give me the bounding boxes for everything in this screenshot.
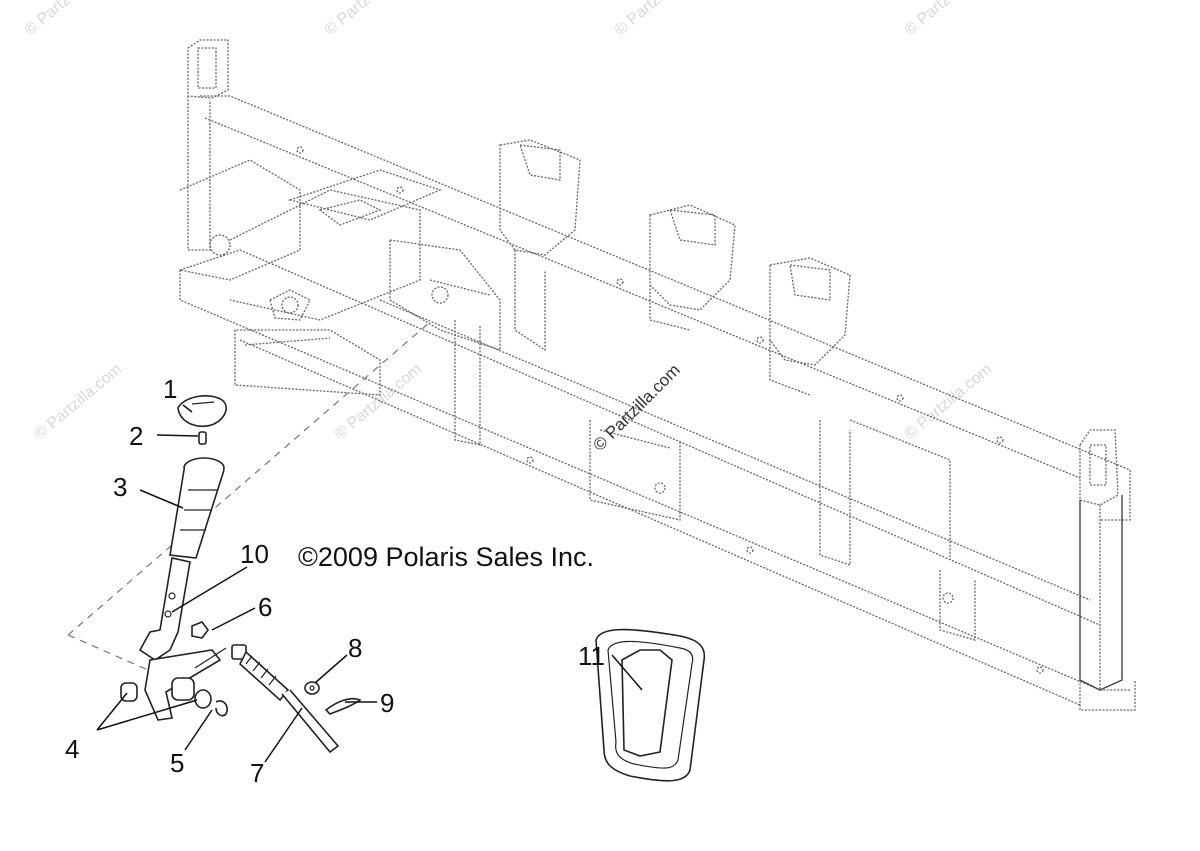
part-shift-cable [231, 644, 340, 754]
watermark-mid-3: © Partzilla.com [902, 361, 996, 443]
watermark-mid-1: © Partzilla.com [32, 361, 126, 443]
part-shift-lever [138, 557, 191, 661]
watermark-mid-2: © Partzilla.com [332, 361, 426, 443]
watermark-top-1: © Partzilla.com [22, 0, 116, 39]
part-nut [191, 621, 209, 639]
callout-11: 11 [578, 641, 605, 671]
callout-5: 5 [170, 748, 184, 778]
callout-1: 1 [163, 374, 177, 404]
callout-10: 10 [240, 539, 269, 569]
callout-2: 2 [129, 421, 143, 451]
callout-9: 9 [380, 688, 394, 718]
part-shift-knob [177, 395, 227, 428]
callout-4: 4 [65, 734, 79, 764]
callout-6: 6 [258, 592, 272, 622]
callout-7: 7 [250, 758, 264, 788]
part-knob-pin [198, 431, 207, 445]
part-cotter-pin [324, 697, 362, 715]
callout-3: 3 [113, 472, 127, 502]
part-retaining-clip [215, 700, 228, 717]
callout-labels: 1 2 3 4 5 6 7 8 9 10 11 [65, 374, 605, 788]
assembly-guide-line [67, 634, 149, 671]
watermark-top-3: © Partzilla.com [612, 0, 706, 39]
callout-8: 8 [348, 633, 362, 663]
assembly-guide-line-2 [67, 321, 431, 636]
part-shifter-bracket [144, 647, 227, 721]
watermark-top-4: © Partzilla.com [902, 0, 996, 39]
copyright-notice: ©2009 Polaris Sales Inc. [298, 542, 594, 572]
watermark-center: © Partzilla.com [589, 360, 683, 454]
watermark-top-2: © Partzilla.com [322, 0, 416, 39]
part-shift-seal [595, 628, 706, 782]
callout-leaders [96, 404, 643, 763]
chassis-frame [179, 39, 1136, 711]
part-washer [304, 681, 320, 695]
part-shift-boot [169, 457, 225, 559]
